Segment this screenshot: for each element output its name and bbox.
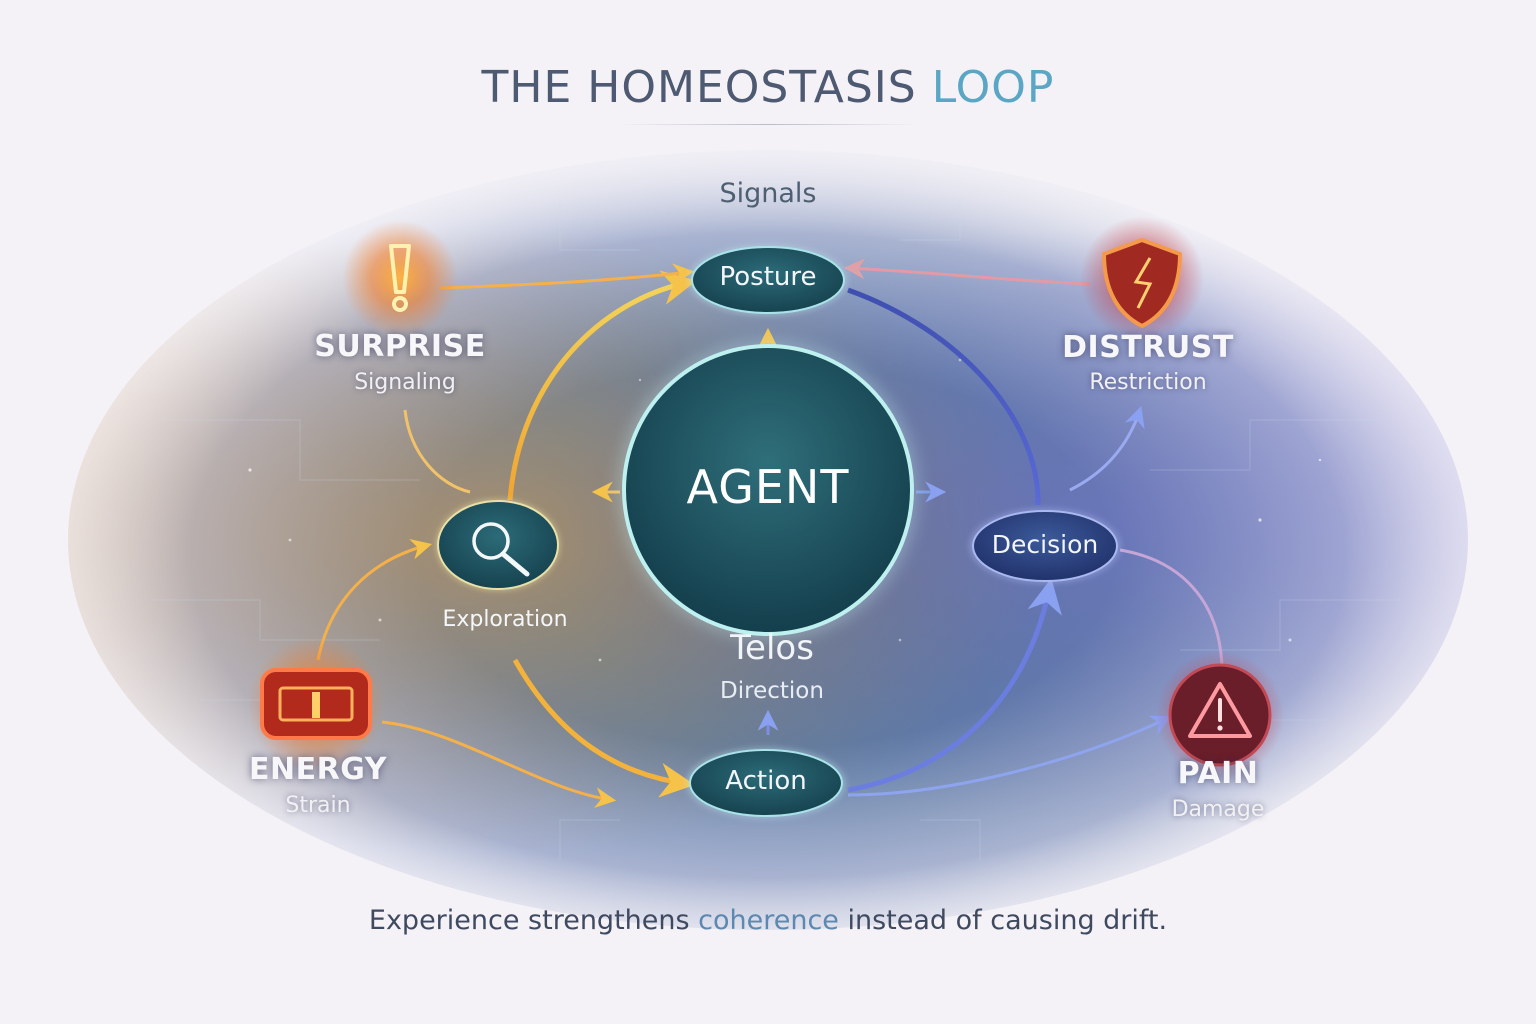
arrow-surprise-to-posture <box>439 263 695 290</box>
arc-exploration-to-action <box>512 658 695 798</box>
action-node <box>689 749 843 817</box>
distrust-label: DISTRUST <box>1062 330 1234 365</box>
posture-label: Posture <box>719 262 817 292</box>
arrow-energy-to-action <box>381 720 617 809</box>
exploration-node <box>437 500 559 590</box>
caption-highlight: coherence <box>698 905 839 936</box>
arrow-decision-to-distrust <box>1069 406 1145 492</box>
agent-label: AGENT <box>686 460 850 514</box>
shield-icon <box>1080 216 1204 340</box>
pain-sublabel: Damage <box>1171 797 1265 822</box>
telos-sublabel: Direction <box>720 678 824 704</box>
distrust-sublabel: Restriction <box>1089 370 1207 395</box>
circuit-pattern <box>150 200 1400 860</box>
telos-label: Telos <box>730 628 814 668</box>
agent-core <box>622 344 914 636</box>
exploration-label: Exploration <box>442 607 568 632</box>
arc-action-to-decision <box>847 578 1062 793</box>
arc-exploration-to-posture <box>507 270 697 501</box>
energy-sublabel: Strain <box>285 793 351 818</box>
caption-after: instead of causing drift. <box>838 905 1168 936</box>
battery-icon <box>248 637 384 773</box>
arrow-surprise-to-exploration <box>403 409 471 494</box>
signals-label: Signals <box>719 178 817 209</box>
caption-before: Experience strengthens <box>368 905 699 936</box>
surprise-sublabel: Signaling <box>354 370 456 395</box>
arrow-decision-to-pain <box>1119 548 1224 669</box>
pain-label: PAIN <box>1177 756 1259 791</box>
arrow-distrust-to-posture <box>843 258 1091 286</box>
title-accent: LOOP <box>931 62 1055 113</box>
caption: Experience strengthens coherence instead… <box>0 905 1536 936</box>
title-prefix: THE HOMEOSTASIS <box>481 62 917 113</box>
energy-label: ENERGY <box>249 752 387 787</box>
title-divider <box>618 124 918 125</box>
decision-label: Decision <box>991 530 1099 559</box>
sparkles <box>248 358 1322 662</box>
magnifier-icon <box>472 522 530 577</box>
diagram-title: THE HOMEOSTASIS LOOP <box>0 62 1536 113</box>
posture-node <box>691 246 845 314</box>
exclamation-icon <box>342 220 458 336</box>
warning-icon <box>1156 651 1284 779</box>
surprise-label: SURPRISE <box>314 329 486 364</box>
decision-node <box>972 510 1118 582</box>
arrow-action-to-pain <box>847 715 1172 797</box>
action-label: Action <box>725 766 807 796</box>
arc-posture-to-decision <box>847 287 1041 506</box>
